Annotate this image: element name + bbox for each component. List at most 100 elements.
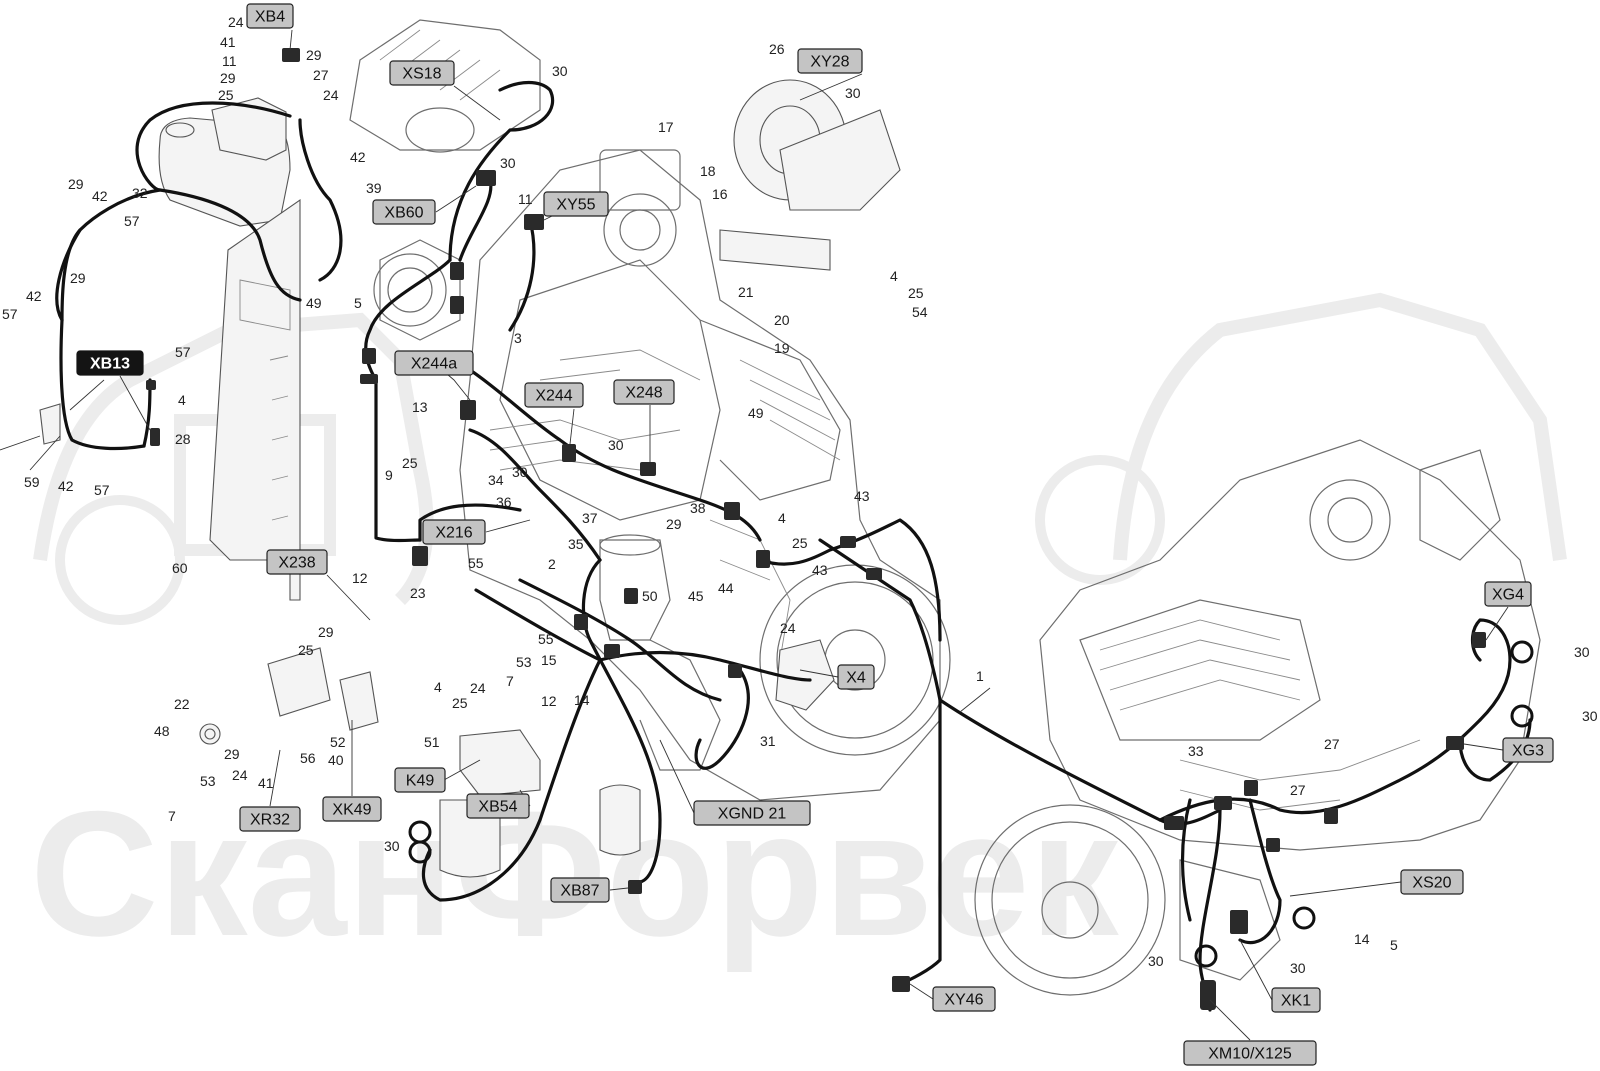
- part-number-label: 42: [58, 478, 74, 494]
- connector-tag-xr32: XR32: [239, 806, 301, 832]
- connector-tag-x216: X216: [422, 519, 486, 545]
- watermark: СканФорвек: [30, 292, 1567, 973]
- part-number-label: 49: [306, 295, 322, 311]
- part-number-label: 24: [780, 620, 796, 636]
- part-number-label: 29: [68, 176, 84, 192]
- connector-tag-box: [1271, 987, 1321, 1013]
- connector-tag-box: [1400, 869, 1464, 895]
- connector-tag-box: [932, 986, 996, 1012]
- part-number-label: 27: [1324, 736, 1340, 752]
- connector-tag-box: [394, 350, 474, 376]
- connector-tag-label: X238: [278, 555, 315, 572]
- part-number-label: 25: [298, 642, 314, 658]
- part-number-label: 30: [845, 85, 861, 101]
- part-number-label: 18: [700, 163, 716, 179]
- connector-tag-xb60: XB60: [372, 199, 436, 225]
- part-number-label: 29: [318, 624, 334, 640]
- part-number-label: 30: [1290, 960, 1306, 976]
- connector-tag-label: XB54: [478, 799, 517, 816]
- part-number-label: 7: [168, 808, 176, 824]
- part-number-label: 14: [574, 692, 590, 708]
- part-number-label: 36: [496, 494, 512, 510]
- part-number-label: 52: [330, 734, 346, 750]
- connector-tag-box: [524, 382, 584, 408]
- part-number-label: 29: [70, 270, 86, 286]
- part-number-label: 35: [568, 536, 584, 552]
- connector-tag-k49: K49: [394, 767, 446, 793]
- connector-tag-xb4: XB4: [246, 3, 294, 29]
- connector-tag-xm10x125: XM10/X125: [1183, 1040, 1317, 1066]
- part-number-label: 30: [500, 155, 516, 171]
- connector-tag-xb87: XB87: [550, 877, 610, 903]
- connector-tag-label: XY46: [944, 992, 983, 1009]
- part-number-label: 30: [1574, 644, 1590, 660]
- part-number-label: 57: [2, 306, 18, 322]
- part-number-label: 53: [200, 773, 216, 789]
- connector-tag-label: X248: [625, 385, 662, 402]
- wiring-harness: [55, 80, 1532, 1012]
- part-number-label: 30: [608, 437, 624, 453]
- part-number-label: 4: [778, 510, 786, 526]
- part-number-label: 56: [300, 750, 316, 766]
- connector-tag-label: XS18: [402, 66, 441, 83]
- part-number-label: 37: [582, 510, 598, 526]
- connector-tag-box: [837, 664, 875, 690]
- part-number-label: 16: [712, 186, 728, 202]
- connector-tag-label: XK1: [1281, 993, 1311, 1010]
- connector-tag-box: [422, 519, 486, 545]
- part-number-label: 21: [738, 284, 754, 300]
- part-number-label: 53: [516, 654, 532, 670]
- part-number-label: 13: [412, 399, 428, 415]
- part-number-label: 41: [220, 34, 236, 50]
- part-number-label: 19: [774, 340, 790, 356]
- right-engine-drawing: [974, 439, 1541, 996]
- connector-tag-label: XB13: [90, 356, 130, 373]
- part-number-label: 55: [468, 555, 484, 571]
- connector-tag-box: [613, 379, 675, 405]
- part-number-label: 39: [366, 180, 382, 196]
- part-number-label: 24: [323, 87, 339, 103]
- connector-tag-label: XK49: [332, 802, 371, 819]
- part-number-label: 23: [410, 585, 426, 601]
- part-number-label: 11: [518, 191, 533, 207]
- part-number-label: 38: [690, 500, 706, 516]
- connector-tag-xg3: XG3: [1502, 737, 1554, 763]
- part-number-label: 42: [92, 188, 108, 204]
- part-number-label: 60: [172, 560, 188, 576]
- connector-tag-box: [322, 796, 382, 822]
- connector-tag-x248: X248: [613, 379, 675, 405]
- connector-tag-xg4: XG4: [1484, 581, 1532, 607]
- part-number-label: 30: [552, 63, 568, 79]
- part-number-label: 2: [548, 556, 556, 572]
- part-number-label: 59: [24, 474, 40, 490]
- connector-tag-label: XY28: [810, 54, 849, 71]
- part-number-label: 29: [224, 746, 240, 762]
- part-number-label: 4: [890, 268, 898, 284]
- part-number-label: 15: [541, 652, 557, 668]
- part-number-label: 27: [1290, 782, 1306, 798]
- connector-tag-xk1: XK1: [1271, 987, 1321, 1013]
- part-number-label: 29: [220, 70, 236, 86]
- part-number-label: 54: [912, 304, 928, 320]
- part-number-label: 17: [658, 119, 674, 135]
- part-number-label: 34: [488, 472, 504, 488]
- part-number-label: 24: [228, 14, 244, 30]
- connector-tag-box: [76, 350, 144, 376]
- part-number-label: 7: [506, 673, 514, 689]
- connector-tag-box: [550, 877, 610, 903]
- part-number-label: 4: [434, 679, 442, 695]
- part-number-label: 24: [470, 680, 486, 696]
- part-number-label: 5: [354, 295, 362, 311]
- part-number-label: 33: [1188, 743, 1204, 759]
- connector-tag-box: [693, 800, 811, 826]
- part-number-label: 30: [384, 838, 400, 854]
- watermark-text: СканФорвек: [30, 774, 1120, 973]
- connector-tag-xb13: XB13: [76, 350, 144, 376]
- connector-tag-xy46: XY46: [932, 986, 996, 1012]
- connector-tag-x238: X238: [266, 549, 328, 575]
- part-number-label: 30: [1148, 953, 1164, 969]
- connector-tag-xb54: XB54: [466, 793, 530, 819]
- part-number-label: 51: [424, 734, 440, 750]
- leader-lines: [0, 29, 1509, 1041]
